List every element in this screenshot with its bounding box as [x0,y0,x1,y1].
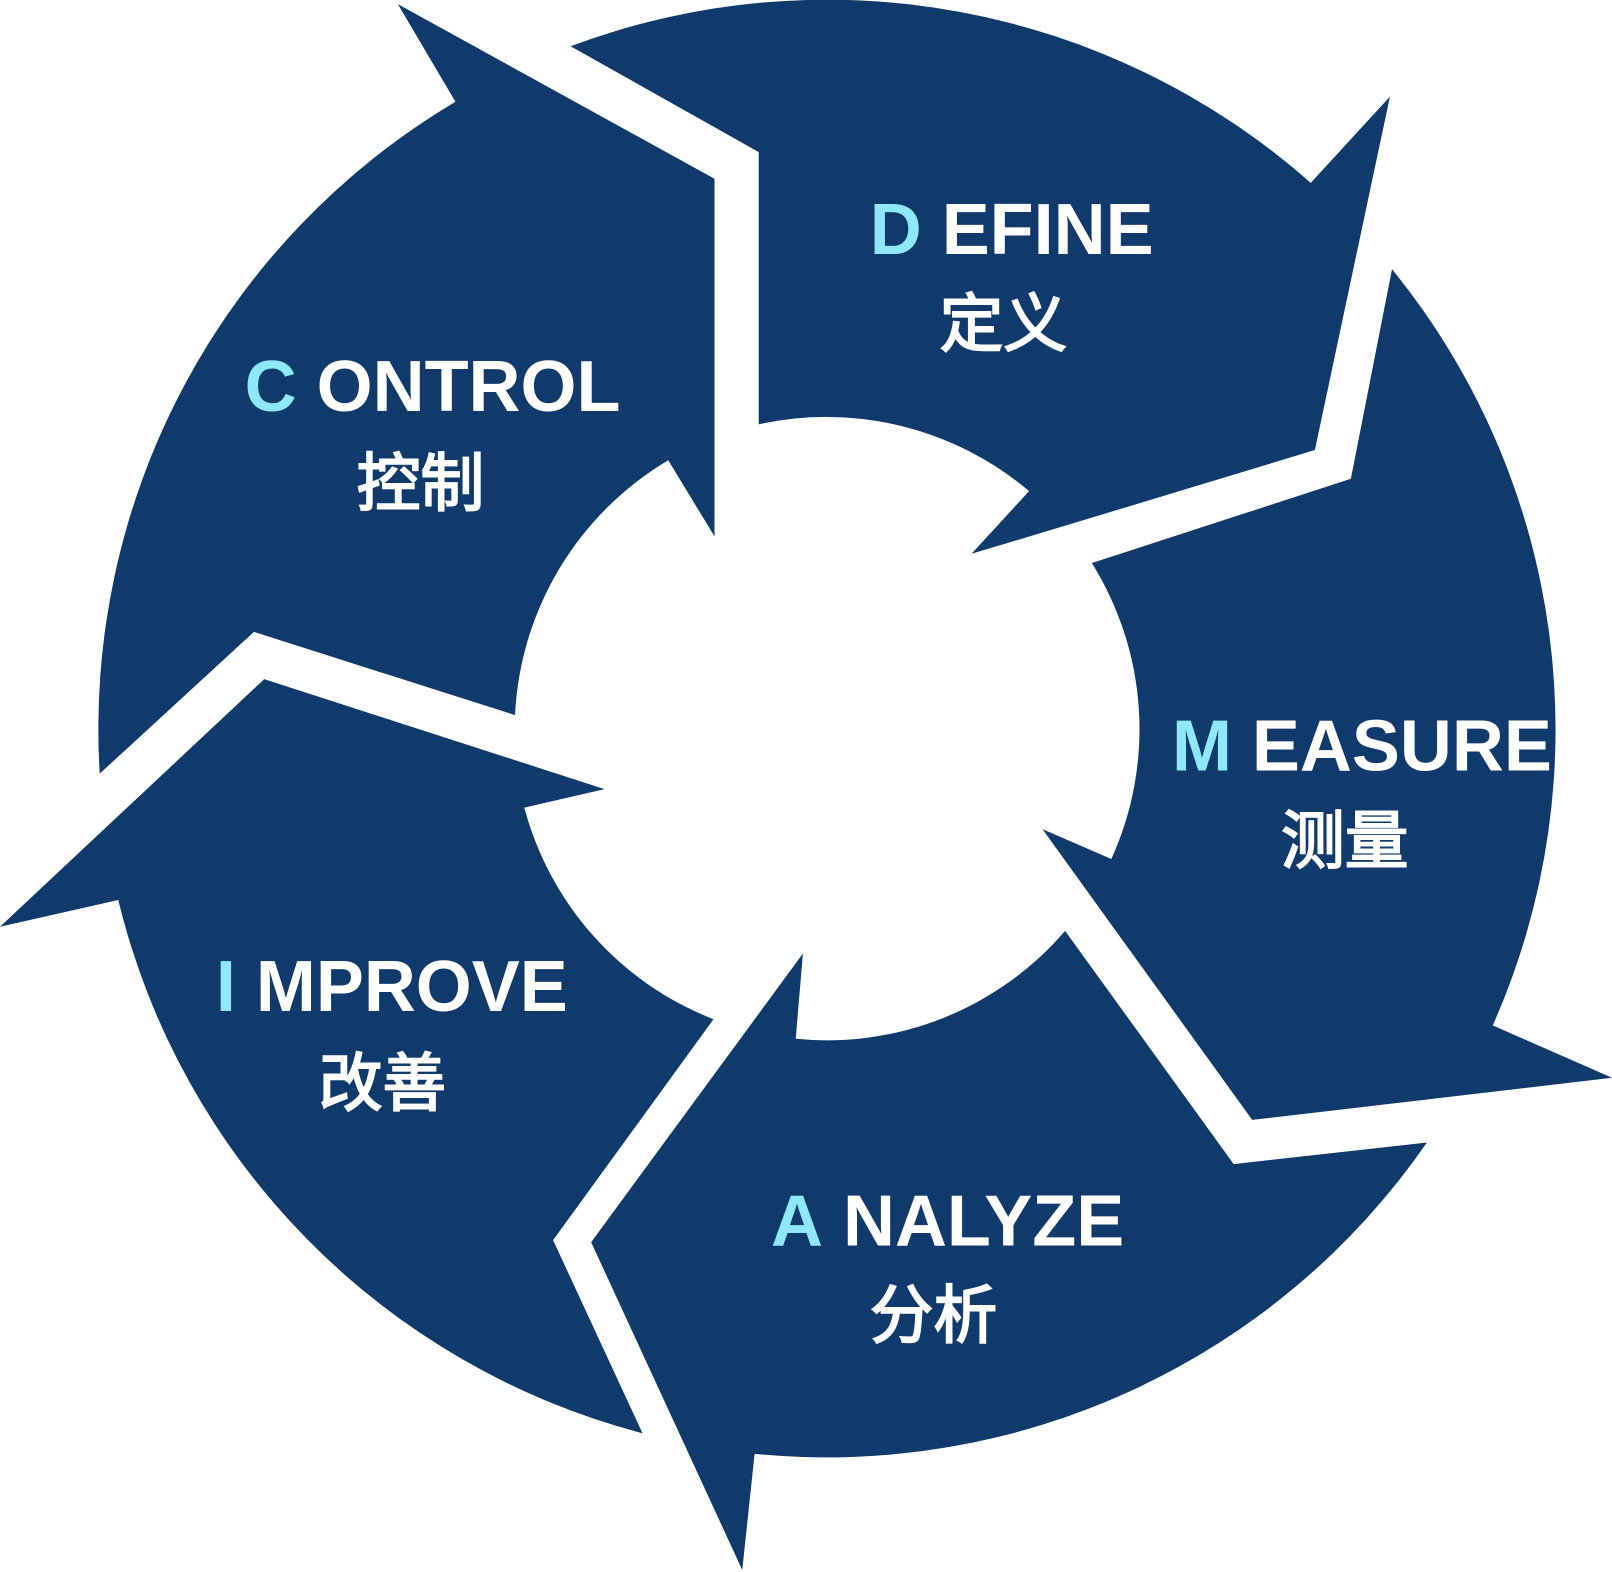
analyze-segment [591,930,1427,1570]
improve-chinese-label: 改善 [319,1048,446,1122]
analyze-chinese-label: 分析 [870,1280,997,1354]
control-segment [98,4,715,774]
measure-segment [1042,269,1612,1120]
define-label: D EFINE [870,190,1154,270]
control-chinese-label: 控制 [357,448,484,522]
measure-chinese-label: 测量 [1281,805,1408,879]
define-segment [570,0,1390,554]
control-label: C ONTROL [245,347,621,427]
analyze-label: A NALYZE [771,1181,1124,1261]
improve-segment [0,679,714,1434]
define-chinese-label: 定义 [940,288,1068,362]
improve-label: I MPROVE [216,947,568,1027]
measure-label: M EASURE [1172,707,1552,787]
